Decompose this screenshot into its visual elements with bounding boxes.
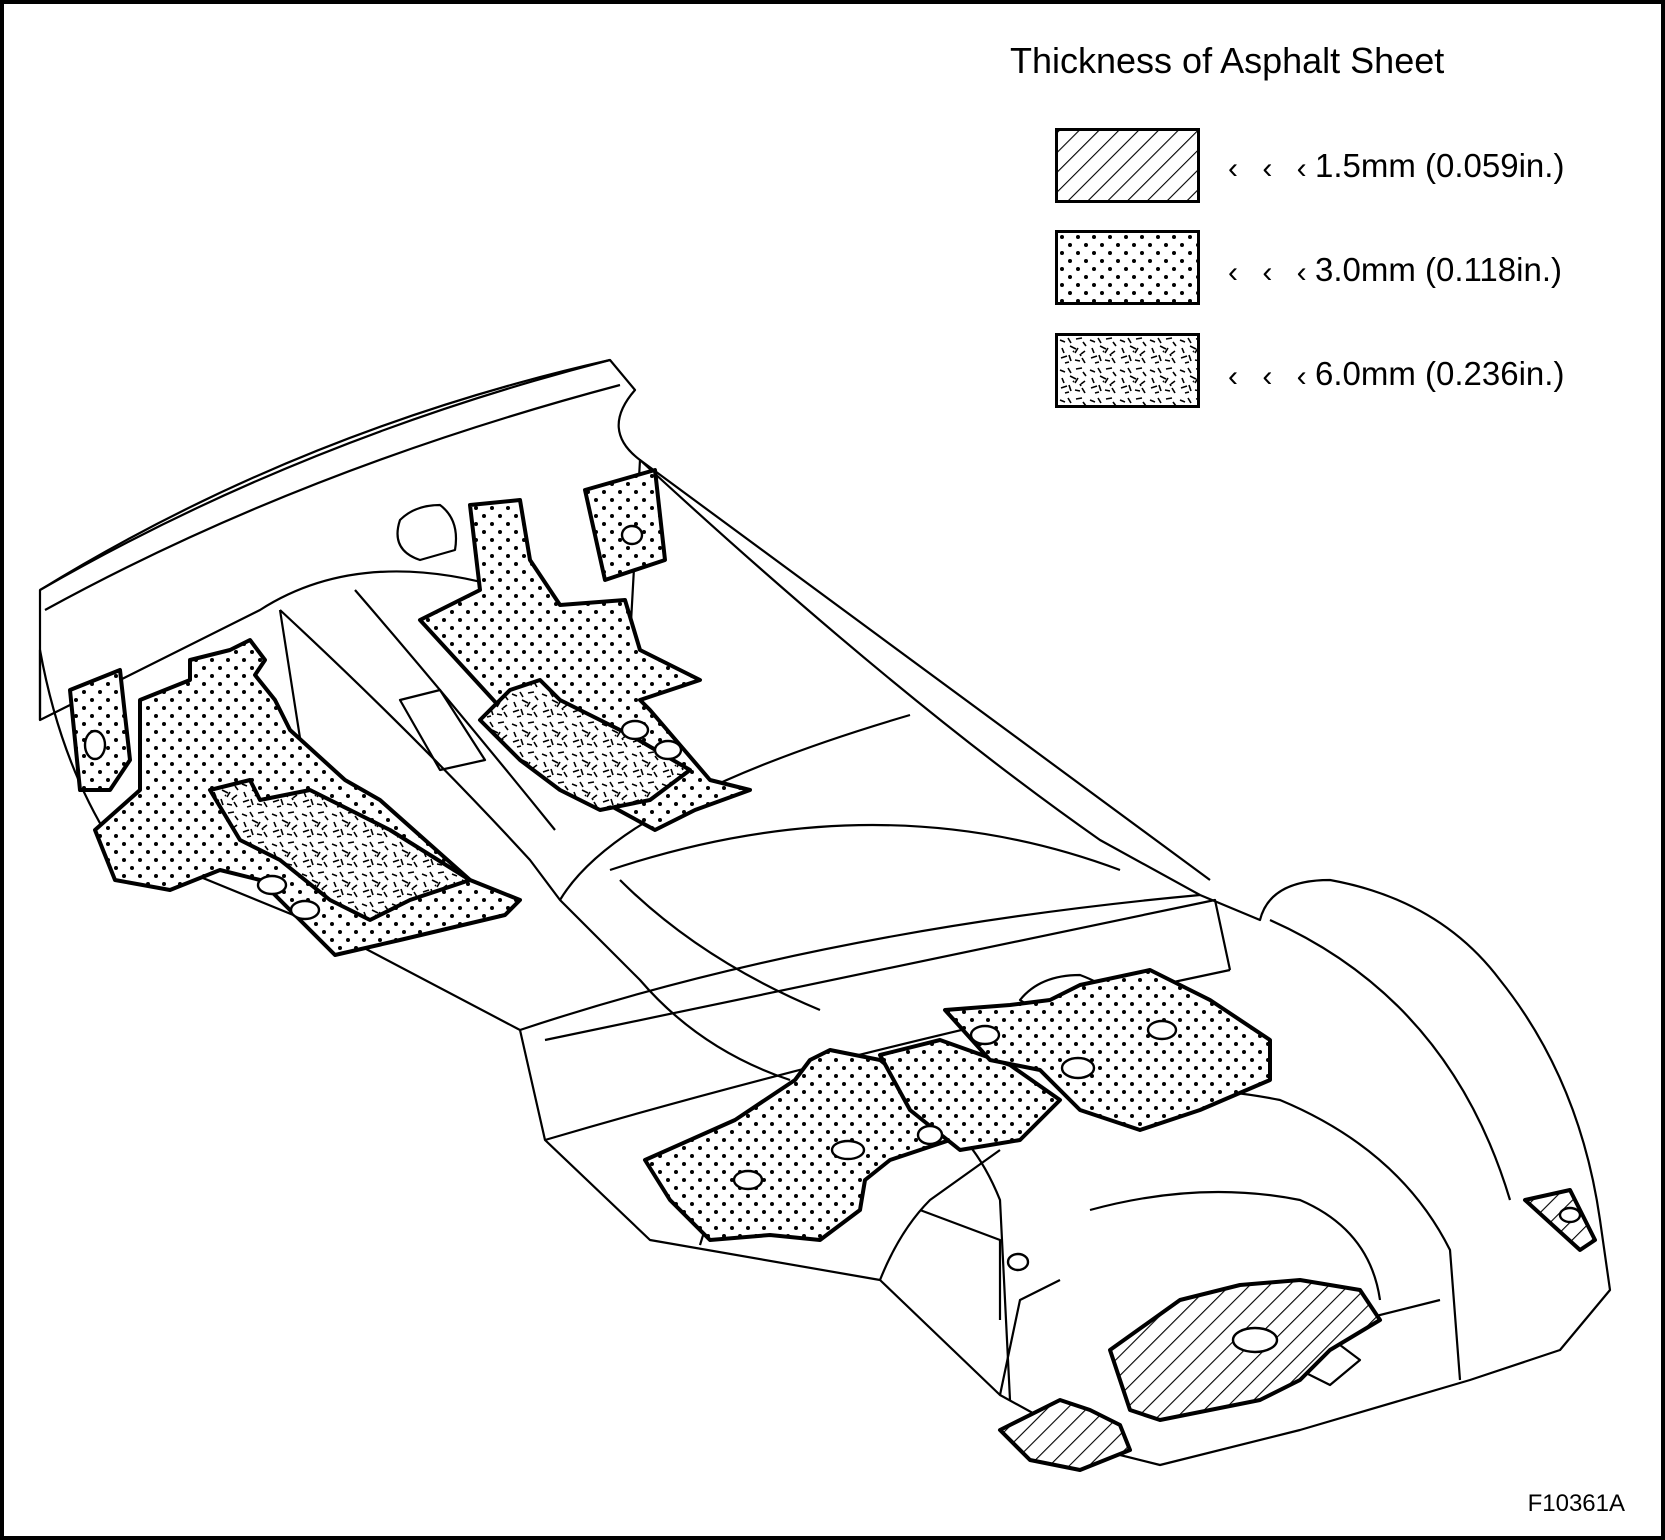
mounting-holes: [83, 524, 1582, 1354]
pads-6mm: [208, 678, 692, 922]
legend-title: Thickness of Asphalt Sheet: [1010, 40, 1445, 81]
pad-rear-right: [943, 968, 1272, 1132]
pad-right-upper: [583, 468, 667, 582]
legend-label-6mm: 6.0mm (0.236in.): [1315, 355, 1565, 392]
diagonal-hatch-icon: [1055, 128, 1200, 203]
pad-rear-right-corner: [1523, 1188, 1597, 1252]
legend-label-1-5mm: 1.5mm (0.059in.): [1315, 147, 1565, 184]
legend-leader-3: ‹ ‹ ‹: [1228, 360, 1315, 393]
dot-pattern-icon: [1055, 230, 1200, 305]
legend-label-3mm: 3.0mm (0.118in.): [1315, 251, 1562, 288]
pad-rear-left-corner: [998, 1398, 1132, 1472]
pad-left-side: [68, 668, 132, 792]
pad-rear-center: [878, 1038, 1062, 1152]
pad-left-heel: [208, 778, 472, 922]
speckle-pattern-icon: [1055, 333, 1200, 408]
front-bulkhead: [38, 358, 642, 722]
pad-right-heel: [478, 678, 692, 812]
floor-pan-outline: [38, 459, 1612, 1467]
pads-1-5mm: [998, 1188, 1597, 1472]
figure-id: F10361A: [1527, 1490, 1625, 1517]
legend-leader-1: ‹ ‹ ‹: [1228, 152, 1315, 185]
legend-leader-2: ‹ ‹ ‹: [1228, 256, 1315, 289]
